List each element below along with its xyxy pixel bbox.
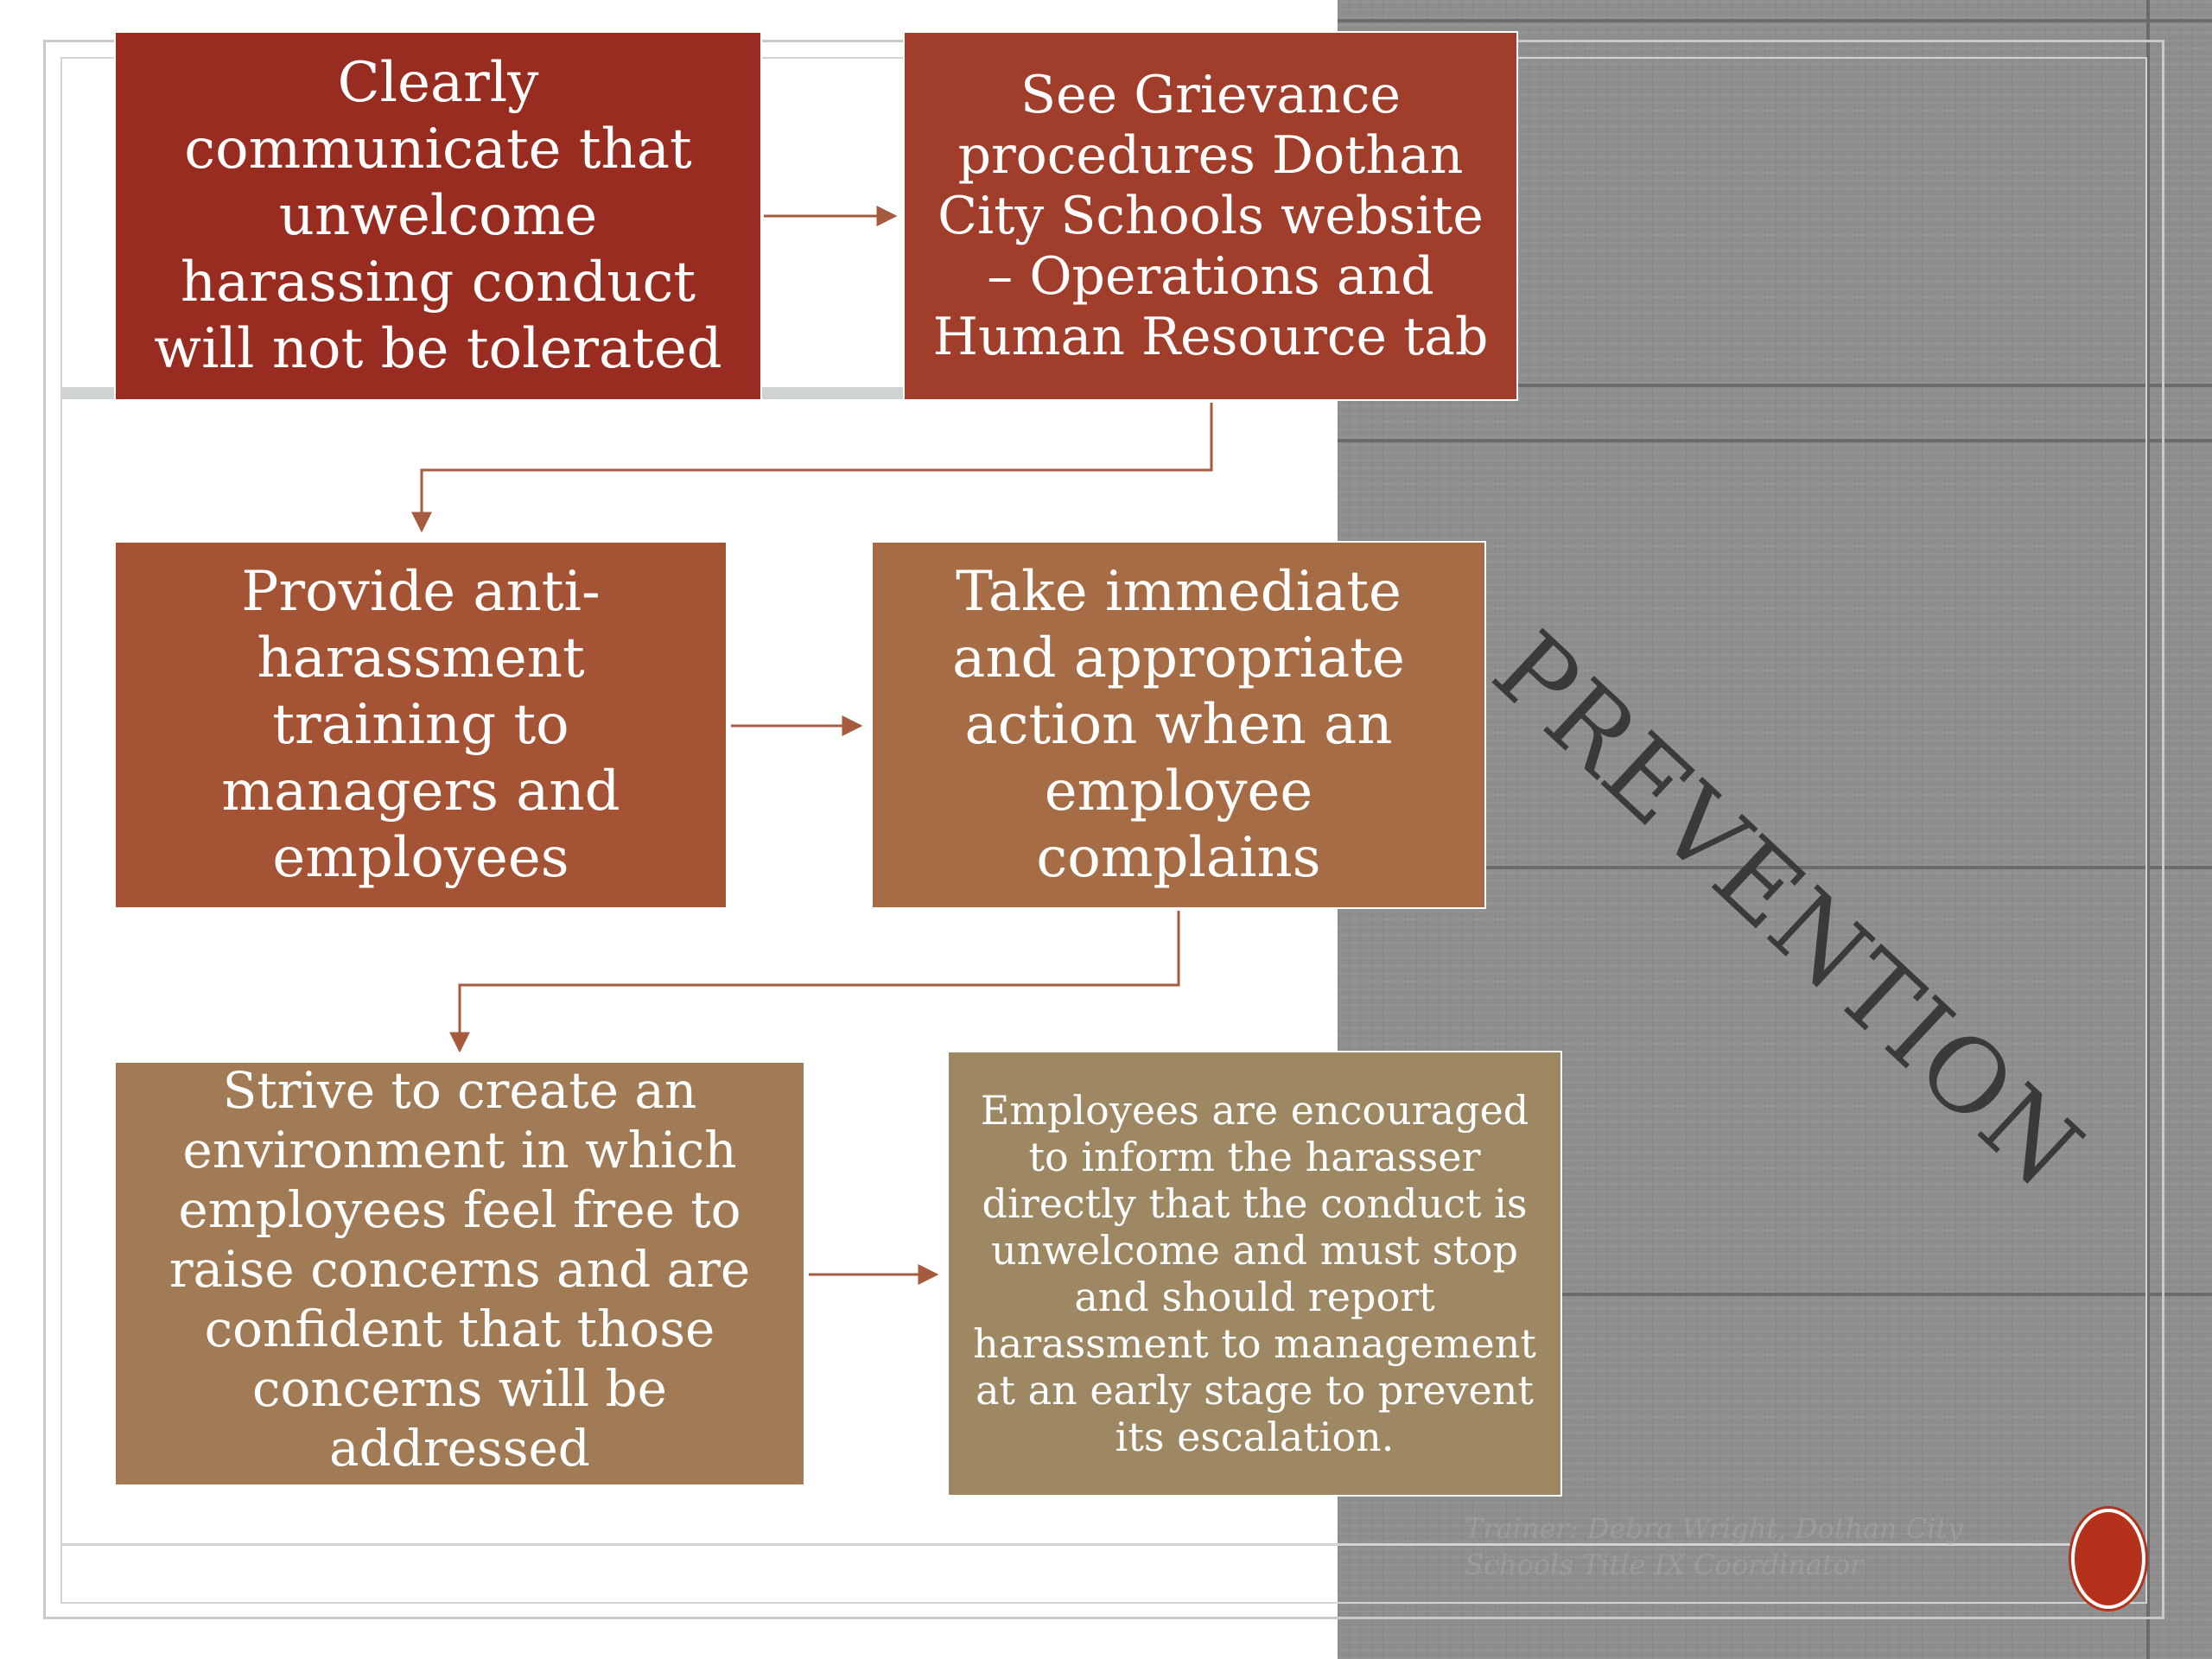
step-text-line: raise concerns and are	[168, 1239, 751, 1299]
step-text-line: City Schools website	[938, 186, 1484, 246]
step-text-line: environment in which	[182, 1120, 737, 1179]
arrow-2-to-3	[411, 403, 1213, 533]
step-text-line: Provide anti-	[241, 559, 601, 624]
flow-step-grievance-procedures: See Grievance procedures Dothan City Sch…	[903, 31, 1518, 401]
footer-divider	[62, 1543, 2145, 1546]
step-text-line: action when an	[964, 692, 1393, 757]
step-text-line: procedures Dothan	[957, 125, 1464, 186]
step-text-line: concerns will be	[251, 1358, 667, 1418]
flow-step-take-action: Take immediate and appropriate action wh…	[871, 541, 1486, 909]
step-text-line: harassment	[257, 626, 585, 690]
page-badge	[2071, 1509, 2145, 1609]
plank-line	[1338, 384, 2212, 387]
step-text-line: complains	[1036, 825, 1321, 890]
plank-line	[1338, 439, 2212, 442]
step-text-line: and should report	[1074, 1274, 1435, 1320]
step-text-line: harassing conduct	[180, 250, 696, 315]
step-text-line: employees feel free to	[178, 1179, 741, 1239]
plank-line	[1338, 19, 2212, 22]
step-text-line: communicate that	[184, 117, 692, 181]
step-text-line: confident that those	[204, 1299, 715, 1358]
step-text-line: training to	[272, 692, 569, 757]
step-text-line: employees	[272, 825, 569, 890]
step-text-line: unwelcome	[278, 183, 598, 248]
step-text-line: Strive to create an	[222, 1060, 697, 1120]
step-text-line: and appropriate	[952, 626, 1405, 690]
step-text-line: Take immediate	[956, 559, 1402, 624]
step-text-line: directly that the conduct is	[982, 1180, 1528, 1227]
step-text-line: unwelcome and must stop	[991, 1227, 1518, 1274]
plank-line	[1338, 1293, 2212, 1296]
flow-step-communicate: Clearly communicate that unwelcome haras…	[114, 31, 762, 401]
step-text-line: its escalation.	[1115, 1414, 1395, 1460]
flow-step-employee-encouragement: Employees are encouraged to inform the h…	[947, 1051, 1562, 1497]
flow-step-training: Provide anti- harassment training to man…	[114, 541, 728, 909]
arrow-4-to-5	[449, 911, 1180, 1053]
plank-line	[1338, 866, 2212, 869]
step-text-line: Clearly	[337, 50, 539, 115]
step-text-line: will not be tolerated	[154, 316, 722, 381]
step-text-line: Human Resource tab	[932, 307, 1489, 367]
panel-edge-line	[2146, 0, 2150, 1659]
step-text-line: – Operations and	[987, 246, 1434, 307]
step-text-line: managers and	[221, 759, 620, 823]
step-text-line: harassment to management	[973, 1320, 1536, 1367]
step-text-line: to inform the harasser	[1028, 1134, 1481, 1180]
step-text-line: employee	[1044, 759, 1313, 823]
slide-footer: Trainer: Debra Wright, Dothan City Schoo…	[1465, 1512, 1963, 1581]
step-text-line: addressed	[329, 1418, 590, 1478]
step-text-line: at an early stage to prevent	[976, 1367, 1534, 1414]
step-text-line: See Grievance	[1020, 65, 1401, 125]
flow-step-environment: Strive to create an environment in which…	[114, 1061, 805, 1486]
step-text-line: Employees are encouraged	[980, 1087, 1529, 1134]
